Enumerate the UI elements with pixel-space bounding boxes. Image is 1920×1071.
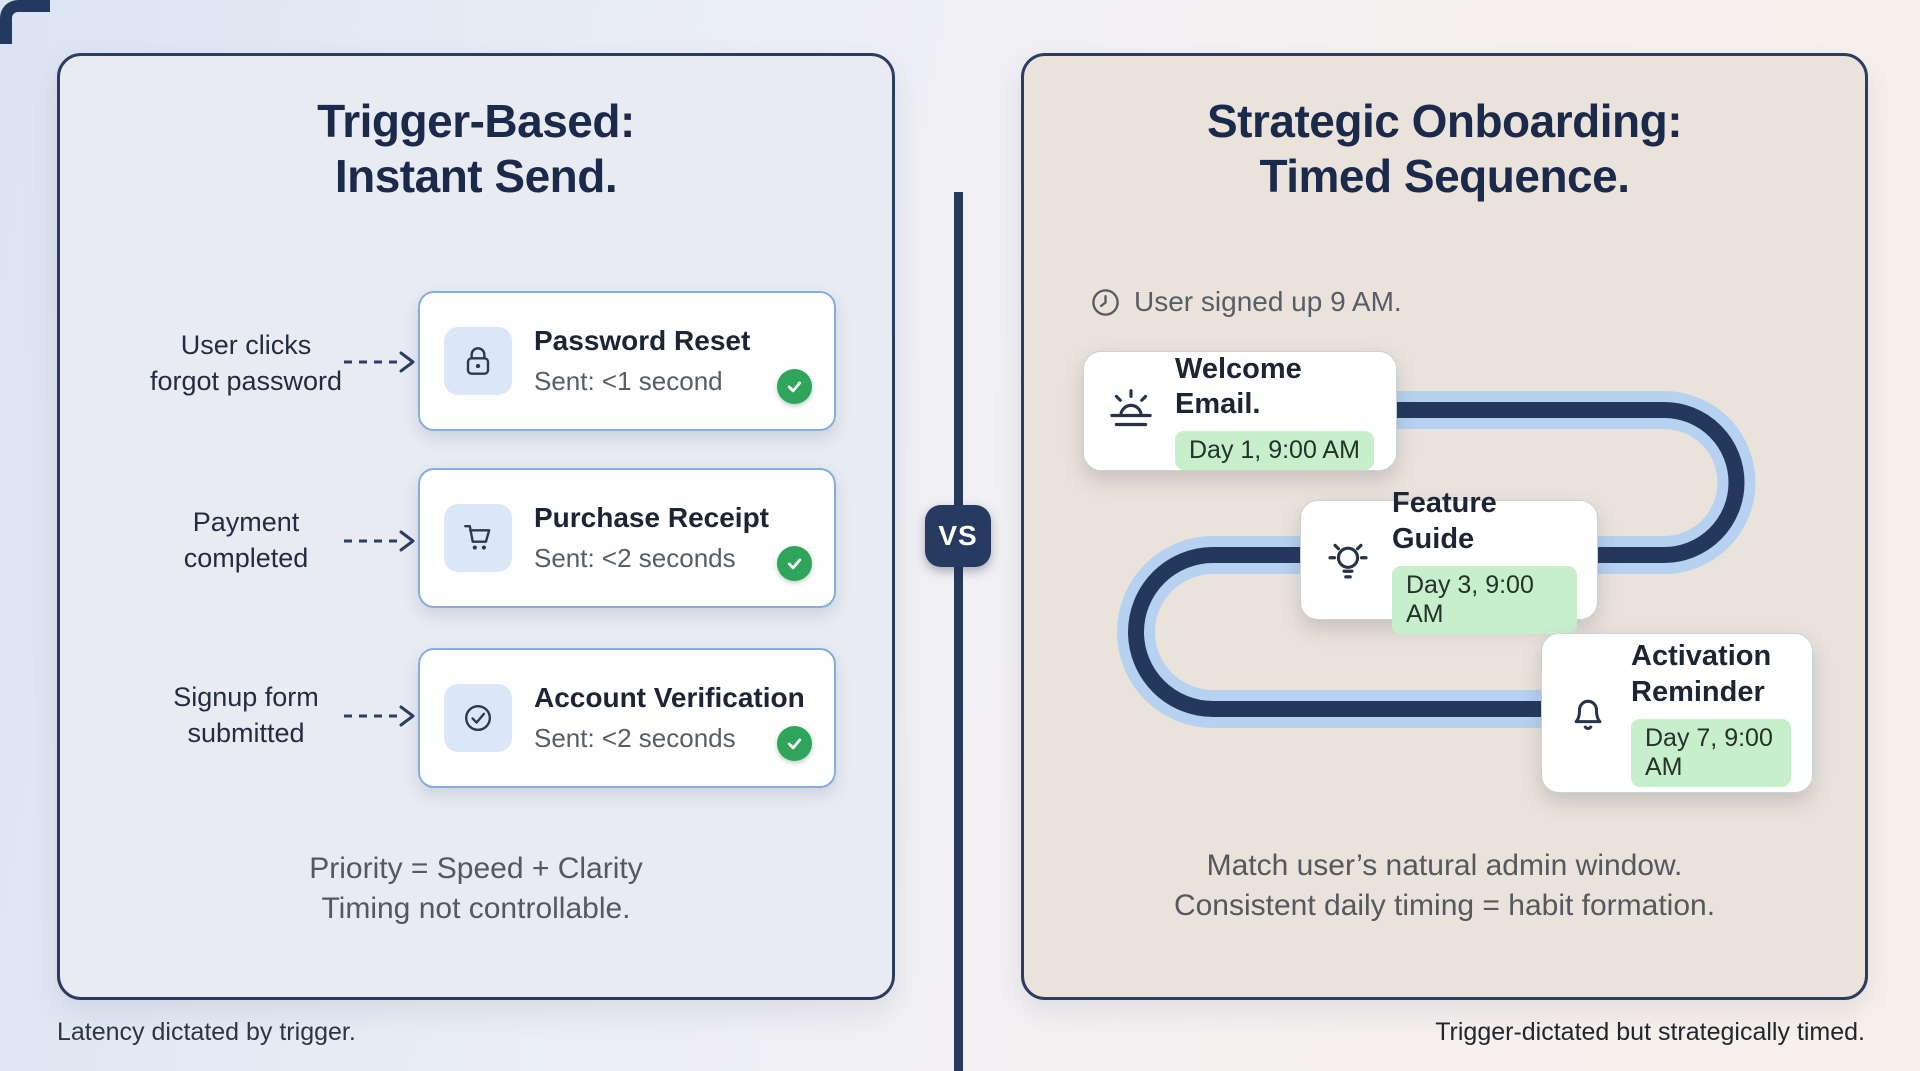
event-card-subtitle: Sent: <2 seconds — [534, 543, 736, 573]
right-summary-line1: Match user’s natural admin window. — [1206, 849, 1683, 882]
password-reset-card: Password Reset Sent: <1 second — [418, 291, 836, 431]
left-title-line2: Instant Send. — [334, 150, 618, 203]
check-badge-icon — [777, 369, 812, 404]
event-card-title: Account Verification — [534, 682, 805, 713]
trigger-based-panel: Trigger-Based: Instant Send. User clicks… — [57, 53, 895, 1000]
trigger-label-line: User clicks — [180, 330, 312, 360]
signup-note-text: User signed up 9 AM. — [1134, 286, 1402, 317]
left-title-line1: Trigger-Based: — [317, 95, 635, 147]
strategic-onboarding-panel: Strategic Onboarding: Timed Sequence. Us… — [1021, 53, 1868, 1000]
activation-reminder-card: Activation Reminder Day 7, 9:00 AM — [1541, 633, 1813, 793]
check-circle-icon — [444, 684, 512, 752]
check-badge-icon — [777, 546, 812, 581]
corner-frame-decoration — [0, 0, 50, 44]
signup-note-row: User signed up 9 AM. — [1090, 286, 1402, 318]
right-summary-line2: Consistent daily timing = habit formatio… — [1173, 888, 1716, 922]
left-footnote: Latency dictated by trigger. — [57, 1018, 356, 1046]
event-card-title: Purchase Receipt — [534, 502, 769, 533]
left-summary: Priority = Speed + Clarity Timing not co… — [60, 849, 892, 928]
lightbulb-icon — [1321, 533, 1375, 587]
feature-guide-card: Feature Guide Day 3, 9:00 AM — [1300, 487, 1598, 634]
trigger-label-line: submitted — [187, 717, 305, 748]
trigger-label-payment: Payment completed — [88, 505, 404, 576]
trigger-label-line: Signup form — [173, 682, 319, 712]
left-summary-line1: Priority = Speed + Clarity — [309, 852, 643, 885]
trigger-label-line: forgot password — [149, 365, 343, 396]
welcome-email-card: Welcome Email. Day 1, 9:00 AM — [1083, 351, 1397, 471]
vs-badge: VS — [925, 505, 991, 567]
account-verification-card: Account Verification Sent: <2 seconds — [418, 648, 836, 788]
dashed-arrow-icon — [344, 530, 415, 552]
event-card-title: Password Reset — [534, 325, 751, 356]
trigger-label-forgot-password: User clicks forgot password — [88, 328, 404, 399]
step-title: Feature Guide — [1392, 487, 1497, 555]
right-title-line2: Timed Sequence. — [1259, 150, 1630, 203]
lock-icon — [444, 327, 512, 395]
purchase-receipt-card: Purchase Receipt Sent: <2 seconds — [418, 468, 836, 608]
check-badge-icon — [777, 726, 812, 761]
bell-icon — [1562, 687, 1614, 739]
dashed-arrow-icon — [344, 705, 415, 727]
trigger-label-line: completed — [183, 542, 309, 573]
day-badge: Day 7, 9:00 AM — [1631, 718, 1791, 787]
vs-label: VS — [938, 520, 978, 551]
dashed-arrow-icon — [344, 351, 415, 373]
event-card-subtitle: Sent: <1 second — [534, 366, 723, 396]
timeline-path — [1117, 391, 1756, 728]
right-summary: Match user’s natural admin window. Consi… — [1024, 846, 1865, 925]
step-title: Welcome Email. — [1175, 352, 1302, 420]
event-card-subtitle: Sent: <2 seconds — [534, 723, 736, 753]
trigger-label-line: Payment — [192, 507, 300, 537]
right-title-line1: Strategic Onboarding: — [1206, 95, 1683, 147]
right-panel-title: Strategic Onboarding: Timed Sequence. — [1024, 94, 1865, 204]
day-badge: Day 3, 9:00 AM — [1392, 565, 1577, 634]
right-footnote: Trigger-dictated but strategically timed… — [1435, 1018, 1865, 1046]
center-divider-line — [954, 192, 963, 1071]
shopping-cart-icon — [444, 504, 512, 572]
trigger-label-signup: Signup form submitted — [88, 680, 404, 751]
left-panel-title: Trigger-Based: Instant Send. — [60, 94, 892, 204]
left-summary-line2: Timing not controllable. — [321, 891, 631, 925]
clock-icon — [1092, 288, 1119, 316]
sunrise-icon — [1104, 384, 1158, 438]
step-title: Activation Reminder — [1631, 640, 1772, 708]
day-badge: Day 1, 9:00 AM — [1175, 431, 1374, 471]
